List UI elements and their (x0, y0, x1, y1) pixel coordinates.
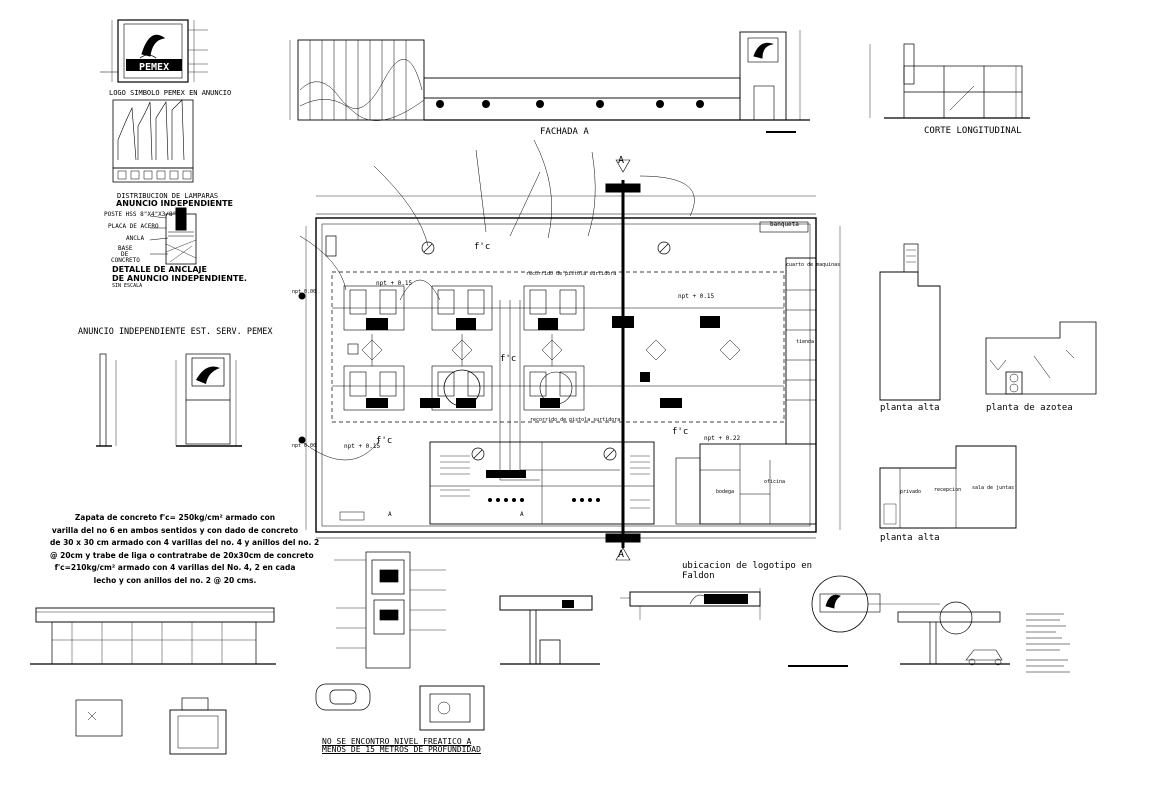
water-table-note-2: MENOS DE 15 METROS DE PROFUNDIDAD (322, 745, 481, 754)
room-tienda: tienda (796, 339, 815, 345)
planta-alta-upper (879, 243, 941, 401)
site-plan (298, 139, 841, 561)
foundation-detail (30, 607, 276, 755)
room-bodega: bodega (716, 489, 735, 495)
logo-caption: LOGO SIMBOLO PEMEX EN ANUNCIO (109, 89, 232, 97)
corte-title: CORTE LONGITUDINAL (924, 126, 1022, 136)
npt-label-3: npt + 0.22 (704, 435, 741, 442)
room-privado: privado (900, 489, 922, 495)
label-base-3: CONCRETO (111, 257, 140, 264)
label-placa: PLACA DE ACERO (108, 223, 159, 230)
npt-left-2: npt 0.00 (292, 443, 317, 449)
corte-longitudinal-section (869, 43, 1030, 119)
planta-alta-title-2: planta alta (880, 533, 940, 543)
canopy-elevation (499, 595, 600, 665)
independent-sign-elevations (96, 353, 242, 447)
planta-alta-lower (879, 445, 1017, 529)
label-poste: POSTE HSS 8"X4"X3/8" (104, 211, 177, 218)
register-box-details (315, 683, 485, 731)
tank-section-detail (334, 551, 446, 669)
label-base-1: BASE (118, 245, 133, 252)
logo-magnified-detail (788, 575, 1010, 667)
section-a-bottom: A (618, 549, 625, 560)
independent-sign-heading: ANUNCIO INDEPENDIENTE EST. SERV. PEMEX (78, 327, 273, 337)
legend-lines (1026, 613, 1070, 673)
fachada-title: FACHADA A (540, 127, 589, 137)
lamp-distribution-caption: DISTRIBUCION DE LAMPARAS (117, 192, 219, 200)
nozzle-range-label-2: recorrido de pistola surtidora (530, 417, 621, 423)
anchor-detail (149, 207, 197, 265)
section-a-right: A (520, 511, 524, 518)
label-ancla: ANCLA (126, 235, 145, 242)
planta-azotea-title: planta de azotea (986, 403, 1073, 413)
label-base-2: DE (121, 251, 129, 258)
planta-alta-title-1: planta alta (880, 403, 940, 413)
zapata-note-line: @ 20cm y trabe de liga o contratrabe de … (50, 550, 314, 560)
pemex-sign-logo-detail (100, 19, 208, 83)
nozzle-range-label-1: recorrido de pistola surtidora (526, 271, 617, 277)
zapata-note-line: varilla del no 6 en ambos sentidos y con… (51, 525, 299, 535)
room-oficina: oficina (764, 479, 786, 485)
anchor-detail-title-2: DE ANUNCIO INDEPENDIENTE. (112, 274, 247, 283)
npt-label-4: npt + 0.15 (344, 443, 381, 450)
section-a-left: A (388, 511, 392, 518)
faldon-caption-2: Faldon (682, 571, 715, 581)
room-sala-juntas: sala de juntas (972, 485, 1015, 491)
room-cuarto-maquinas: cuarto de maquinas (786, 262, 841, 268)
zapata-specification-note: Zapata de concreto f'c= 250kg/cm² armado… (50, 512, 320, 587)
anchor-detail-scale: SIN ESCALA (112, 283, 143, 289)
fachada-a-elevation (289, 30, 810, 133)
faldon-logo-detail (620, 588, 761, 620)
pemex-sign-text: PEMEX (139, 62, 169, 73)
zapata-note-line: lecho y con anillos del no. 2 @ 20 cms. (93, 575, 257, 585)
room-recepcion: recepcion (934, 487, 962, 493)
independent-sign-title: ANUNCIO INDEPENDIENTE (116, 199, 234, 208)
npt-label-2: npt + 0.15 (678, 293, 715, 300)
faldon-caption-1: ubicacion de logotipo en (682, 561, 813, 571)
fc-label-4: f'c (672, 427, 689, 437)
fc-label-1: f'c (474, 242, 491, 252)
lamp-distribution-detail (112, 99, 194, 183)
anchor-detail-title-1: DETALLE DE ANCLAJE (112, 265, 207, 274)
zapata-note-line: f'c=210kg/cm² armado con 4 varillas del … (54, 563, 296, 572)
fc-label-3: f'c (376, 436, 393, 446)
fc-label-2: f'c (500, 354, 517, 364)
banqueta-label: banqueta (770, 221, 799, 228)
planta-de-azotea (985, 321, 1097, 395)
zapata-note-line: Zapata de concreto f'c= 250kg/cm² armado… (74, 513, 276, 522)
section-a-top: A (618, 155, 625, 166)
water-table-note-1: NO SE ENCONTRO NIVEL FREATICO A (322, 737, 472, 746)
npt-left-1: npt 0.00 (292, 289, 317, 295)
zapata-note-line: de 30 x 30 cm armado con 4 varillas del … (50, 538, 320, 547)
npt-label-1: npt + 0.15 (376, 280, 413, 287)
